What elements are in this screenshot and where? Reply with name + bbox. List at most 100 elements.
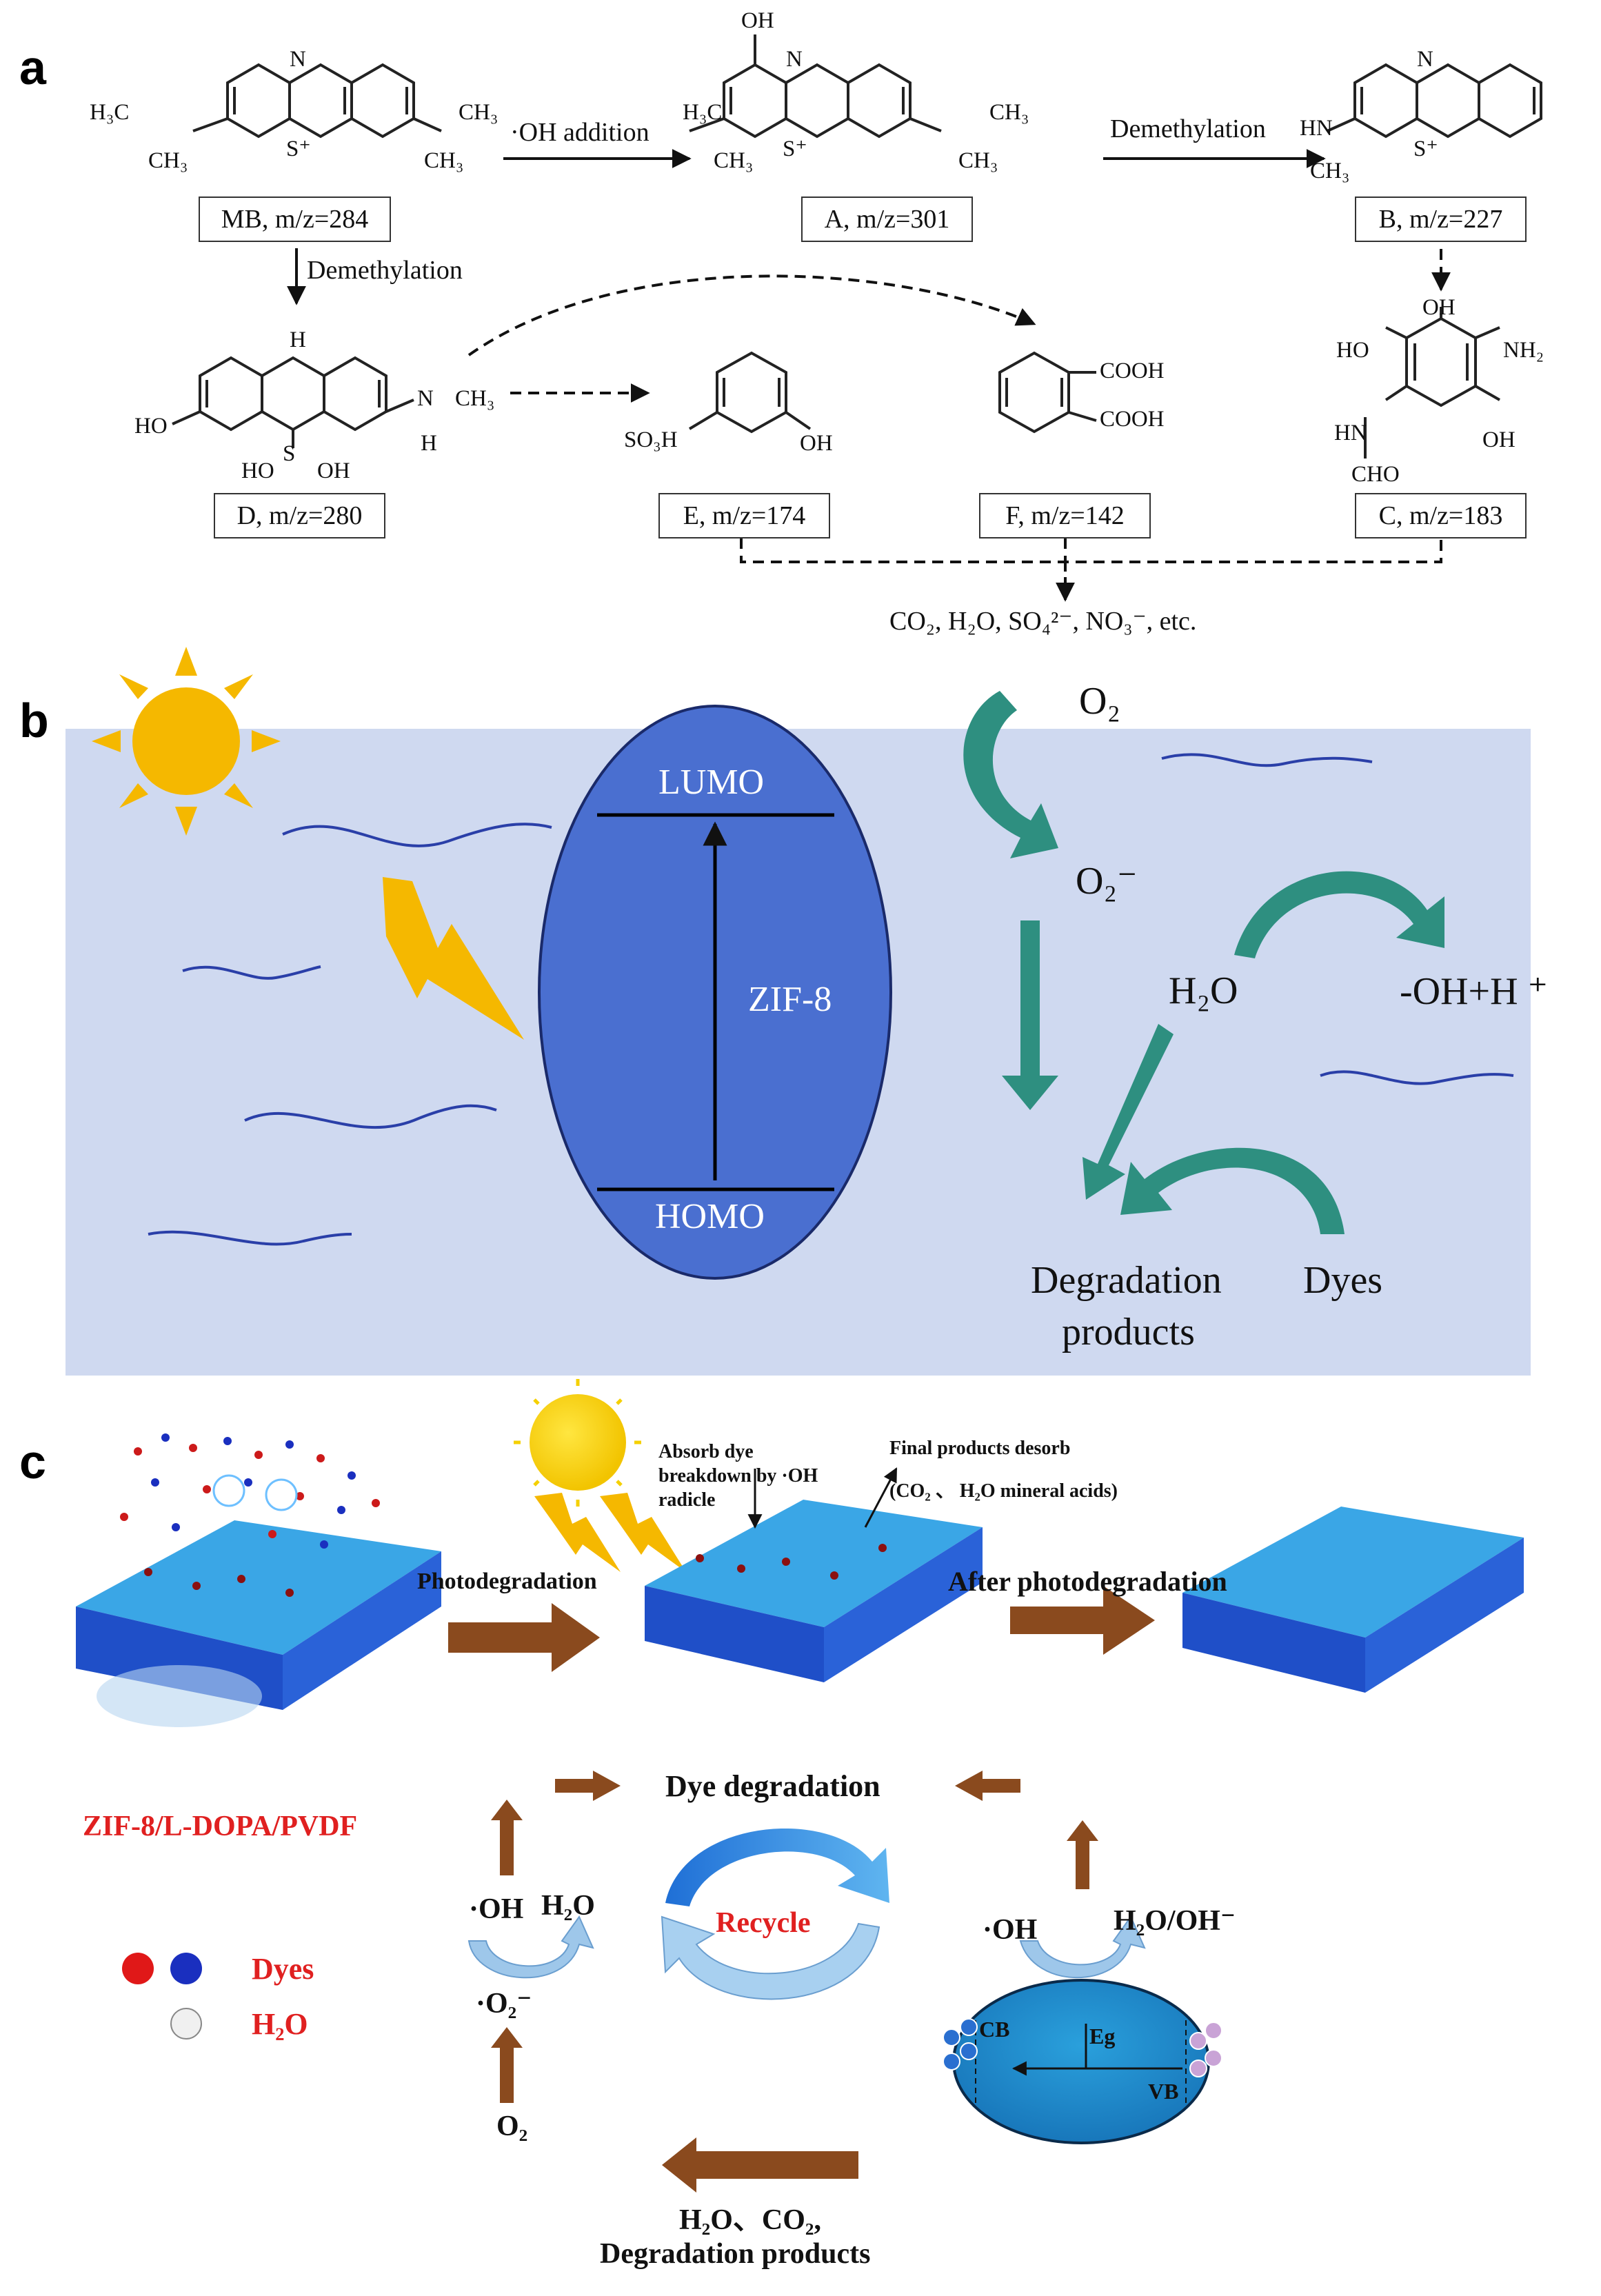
atom-d-ch3: CH₃ <box>455 386 495 411</box>
label-bottom-2: Degradation products <box>600 2238 871 2270</box>
membrane-3 <box>1182 1507 1524 1693</box>
label-h2o-left: H₂O <box>541 1890 595 1922</box>
arrow-d-to-f <box>467 274 1036 356</box>
atom-d-ho2: HO <box>241 459 274 483</box>
label-o2-radical: O₂⁻ <box>1076 860 1138 903</box>
atom-d-ho: HO <box>134 414 168 439</box>
atom-d-n: N <box>417 386 434 411</box>
label-oh-addition: ·OH addition <box>510 118 650 147</box>
label-oh-left: ·OH <box>469 1893 524 1925</box>
teal-arrows <box>963 691 1444 1234</box>
atom-a-h3c: H₃C <box>683 100 723 125</box>
atom-mb-ch3-r1: CH₃ <box>459 100 499 125</box>
label-h2o-b: H₂O <box>1169 969 1238 1012</box>
b-structure <box>1327 63 1542 139</box>
atom-f-cooh2: COOH <box>1100 407 1165 432</box>
legend-blue-ball <box>170 1953 202 1984</box>
label-lumo: LUMO <box>658 763 765 802</box>
curved-arrows-c <box>467 1915 1146 1979</box>
atom-c-nh2: NH₂ <box>1503 338 1544 363</box>
legend-h2o: H₂O <box>252 2007 308 2041</box>
label-o2-radical-left: ·O₂⁻ <box>476 1988 532 2020</box>
legend-dyes: Dyes <box>252 1952 314 1986</box>
atom-c-ho: HO <box>1336 338 1369 363</box>
e-structure <box>688 351 812 434</box>
atom-f-cooh1: COOH <box>1100 359 1165 383</box>
label-absorb-3: radicle <box>658 1489 716 1511</box>
f-structure <box>998 351 1097 434</box>
label-membrane: ZIF-8/L-DOPA/PVDF <box>83 1811 358 1842</box>
label-final-desorb-2: (CO₂ 、 H₂O mineral acids) <box>889 1480 1118 1502</box>
label-eg: Eg <box>1089 2024 1116 2048</box>
label-absorb-2: breakdown by ·OH <box>658 1465 818 1487</box>
legend-red-ball <box>122 1953 154 1984</box>
atom-a-s: S⁺ <box>783 137 807 161</box>
recycle-arrows <box>661 1829 889 2000</box>
label-final-products: CO₂, H₂O, SO₄²⁻, NO₃⁻, etc. <box>889 607 1197 636</box>
atom-e-so3h: SO₃H <box>624 427 678 452</box>
label-photodegradation: Photodegradation <box>417 1569 597 1594</box>
label-products: products <box>1062 1311 1195 1353</box>
atom-d-s: S <box>283 441 296 466</box>
atom-b-n: N <box>1417 47 1433 72</box>
label-oh-right: ·OH <box>983 1914 1038 1946</box>
atom-a-n: N <box>786 47 803 72</box>
label-bottom-1: H₂O、CO₂, <box>679 2204 822 2236</box>
band-ellipse <box>952 1979 1210 2144</box>
label-o2: O₂ <box>1079 680 1120 723</box>
box-a: A, m/z=301 <box>801 197 973 242</box>
atom-d-oh: OH <box>317 459 350 483</box>
c-structure <box>1364 307 1500 459</box>
atom-mb-ch3-l: CH₃ <box>148 148 188 173</box>
lightning-c <box>534 1493 686 1572</box>
label-cb: CB <box>979 2017 1010 2042</box>
label-final-desorb-1: Final products desorb <box>889 1438 1071 1459</box>
box-e: E, m/z=174 <box>658 493 830 538</box>
label-absorb-1: Absorb dye <box>658 1441 754 1462</box>
atom-b-hn: HN <box>1300 116 1333 141</box>
sun-c <box>514 1379 641 1507</box>
panel-label-b: b <box>19 694 49 747</box>
atom-b-s: S⁺ <box>1413 137 1438 161</box>
label-recycle: Recycle <box>716 1907 811 1939</box>
legend-white-ball <box>170 2008 202 2040</box>
box-b: B, m/z=227 <box>1355 197 1527 242</box>
atom-mb-ch3-r2: CH₃ <box>424 148 464 173</box>
membrane-1 <box>76 1520 441 1727</box>
mb-structure <box>192 63 442 139</box>
atom-mb-n: N <box>290 47 306 72</box>
atom-e-oh: OH <box>800 431 833 456</box>
atom-a-ch3-l: CH₃ <box>714 148 754 173</box>
atom-c-oh-top: OH <box>1422 295 1456 320</box>
label-demethylation-ab: Demethylation <box>1110 114 1266 143</box>
d-structure <box>172 356 414 448</box>
label-h2o-oh-right: H₂O/OH⁻ <box>1114 1905 1236 1937</box>
atom-mb-s: S⁺ <box>286 137 311 161</box>
panel-label-c: c <box>19 1435 46 1489</box>
atom-c-hn: HN <box>1334 421 1367 445</box>
atom-mb-h3c: H₃C <box>90 100 130 125</box>
sun-b <box>92 647 281 836</box>
label-demethylation-mbd: Demethylation <box>307 256 463 285</box>
label-homo: HOMO <box>655 1197 765 1236</box>
panel-label-a: a <box>19 41 46 94</box>
label-dye-degradation: Dye degradation <box>665 1769 880 1803</box>
holes <box>1189 2022 1222 2077</box>
atom-a-oh: OH <box>741 8 774 33</box>
lightning-b <box>383 877 524 1040</box>
brown-arrows <box>448 1586 1155 2193</box>
waves-b <box>148 753 1514 1246</box>
box-d: D, m/z=280 <box>214 493 385 538</box>
atom-c-cho: CHO <box>1351 462 1400 487</box>
membrane-2 <box>645 1500 983 1682</box>
dye-dots <box>120 1433 887 1597</box>
label-zif8: ZIF-8 <box>748 980 832 1019</box>
panel-a-structures <box>172 34 1542 459</box>
a-structure <box>689 34 942 139</box>
bracket-final <box>740 538 1442 563</box>
box-mb: MB, m/z=284 <box>199 197 391 242</box>
label-after-photodegradation: After photodegradation <box>948 1566 1227 1597</box>
atom-d-nh: H <box>421 431 437 456</box>
label-degradation: Degradation <box>1031 1259 1222 1302</box>
